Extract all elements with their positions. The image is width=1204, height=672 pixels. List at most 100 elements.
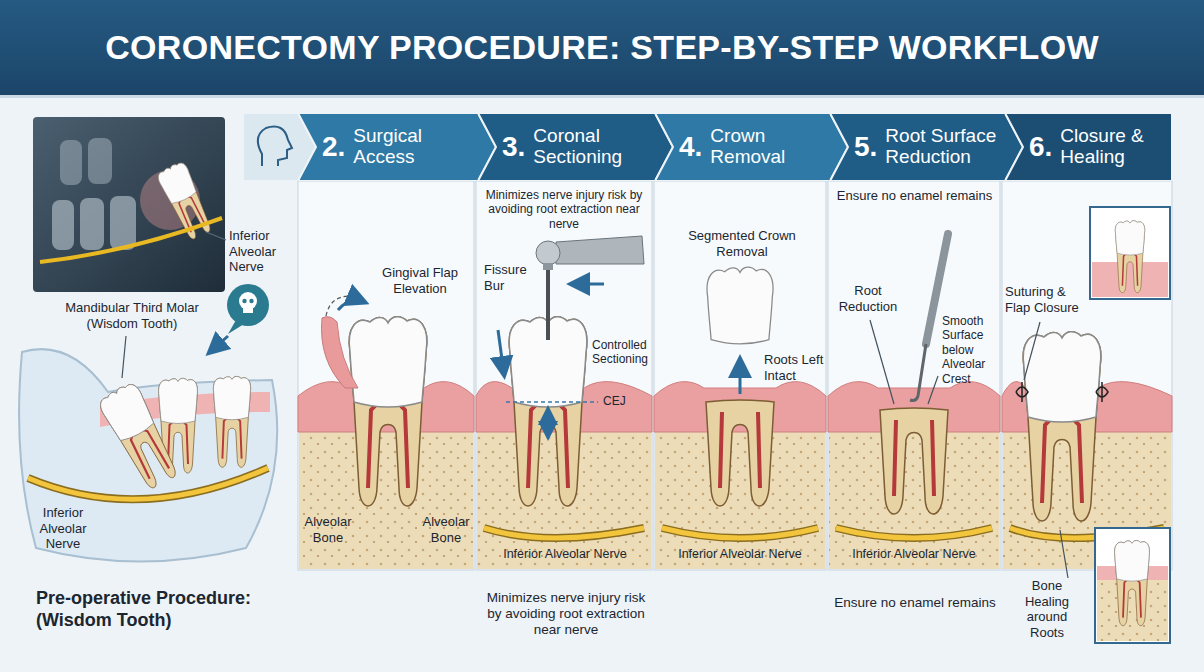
panel-coronal-sectioning-part [506,401,598,403]
callout-label: Alveolar Bone [420,514,472,545]
panel-coronal-sectioning-part [547,410,550,420]
panel-coronal-sectioning-part [556,236,644,264]
xray-image-part [110,196,136,250]
panel-root-reduction-part [829,412,999,569]
step-title: Surgical Access [353,126,474,167]
inset-views-part [1115,221,1144,293]
step-number: 3. [502,131,525,163]
chevron-shape [655,113,848,181]
note-text: Minimizes nerve injury risk by avoiding … [478,590,654,639]
skull-bubble-part [210,336,228,352]
callout-label: Suturing & Flap Closure [1005,284,1087,315]
panel-coronal-sectioning-part [572,283,604,286]
step-icon-part [258,127,292,167]
callout-label: CEJ [603,394,643,408]
panel-crown-removal-part [707,267,773,344]
panel-surgical-access-part [321,317,358,388]
inset-views-part [1095,528,1170,643]
nerve-label-box: Inferior Alveolar Nerve [656,547,824,562]
step-text-box: 2.Surgical Access [298,113,496,181]
panels-part [298,181,474,570]
callout-label-box: Controlled Sectioning [592,338,650,367]
panels-part [1002,181,1172,570]
panel-closure-part [1096,382,1108,402]
panel-coronal-sectioning-part [484,528,644,538]
callout-label: Alveolar Bone [302,514,354,545]
panel-crown-removal [654,267,826,569]
nerve-label: Inferior Alveolar Nerve [830,547,998,562]
jaw-drawing-part [213,376,250,467]
callout-label: Bone Healing around Roots [1010,578,1084,640]
panel-closure-part [1060,530,1068,578]
panel-coronal-sectioning-part-part [509,317,587,506]
inset-views-part [1090,207,1170,299]
jaw-drawing-part-part [213,376,250,467]
jaw-drawing [19,336,277,562]
callout-label-box: Root Reduction [836,283,900,314]
callout-label-box: Inferior Alveolar Nerve [229,228,291,275]
callout-label: Inferior Alveolar Nerve [229,228,291,275]
step-number: 2. [322,131,345,163]
panel-surgical-access-part-part [349,317,427,506]
step-text-box: 6.Closure & Healing [1005,113,1172,181]
note-text-box: Ensure no enamel remains [830,595,1000,611]
jaw-drawing-part [96,380,183,492]
step-title: Root Surface Reduction [885,126,1001,167]
panel-crown-removal-part [739,360,742,394]
step-chevron: 4.Crown Removal [655,113,848,181]
step-chevron: 2.Surgical Access [298,113,496,181]
step-title: Coronal Sectioning [533,126,651,167]
skull-bubble [210,284,269,352]
step-number: 6. [1029,131,1052,163]
callout-label: Controlled Sectioning [592,338,650,367]
xray-image-part [52,200,74,250]
note-text-box: Minimizes nerve injury risk by avoiding … [478,590,654,639]
step-text-box: 5.Root Surface Reduction [830,113,1023,181]
xray-image-part [88,138,112,184]
title-text: CORONECTOMY PROCEDURE: STEP-BY-STEP WORK… [105,28,1099,67]
panel-root-reduction-part-part [880,408,948,514]
callout-label: Segmented Crown Removal [672,228,812,259]
callout-label-box: Roots Left Intact [764,352,824,383]
panel-crown-removal-part [662,528,818,538]
inset-views-part-part [1115,541,1150,626]
callout-label-box: Bone Healing around Roots [1010,578,1084,640]
callout-label: Mandibular Third Molar (Wisdom Tooth) [48,300,216,331]
step-number: 4. [679,131,702,163]
chevron-shape [830,113,1023,181]
skull-bubble-part [243,306,253,313]
nerve-label-box: Inferior Alveolar Nerve [830,547,998,562]
jaw-drawing-part-part [96,380,183,492]
panel-coronal-sectioning-part [536,241,560,265]
panels-part [654,181,826,570]
panel-closure-part-part [1023,332,1101,521]
chevron-shape [1005,113,1172,181]
panel-crown-removal-part [662,528,818,538]
skull-bubble-part [249,299,253,303]
callout-label: Inferior Alveolar Nerve [28,505,98,552]
panel-root-reduction [828,234,1000,569]
panel-coronal-sectioning-part [498,330,504,374]
note-text: Ensure no enamel remains [832,188,997,204]
header-band-part [0,95,1204,98]
jaw-drawing-part [122,336,126,378]
step-chevron: 5.Root Surface Reduction [830,113,1023,181]
title-band: CORONECTOMY PROCEDURE: STEP-BY-STEP WORK… [0,0,1204,95]
step-number: 5. [854,131,877,163]
panel-crown-removal-part-part [706,400,774,506]
step-title: Crown Removal [710,126,826,167]
step-chevron: 6.Closure & Healing [1005,113,1172,181]
panel-surgical-access-part [299,412,473,569]
panel-surgical-access-part [338,300,364,310]
inset-views [1090,207,1170,643]
panel-closure-part [1024,322,1040,380]
jaw-drawing-part [28,468,268,499]
nerve-label: Inferior Alveolar Nerve [656,547,824,562]
panel-root-reduction-part [870,320,894,404]
step-text-box: 4.Crown Removal [655,113,848,181]
callout-label: Smooth Surface below Alveolar Crest [942,314,998,386]
header-band-part [0,0,1204,95]
panel-crown-removal-part [655,412,825,569]
